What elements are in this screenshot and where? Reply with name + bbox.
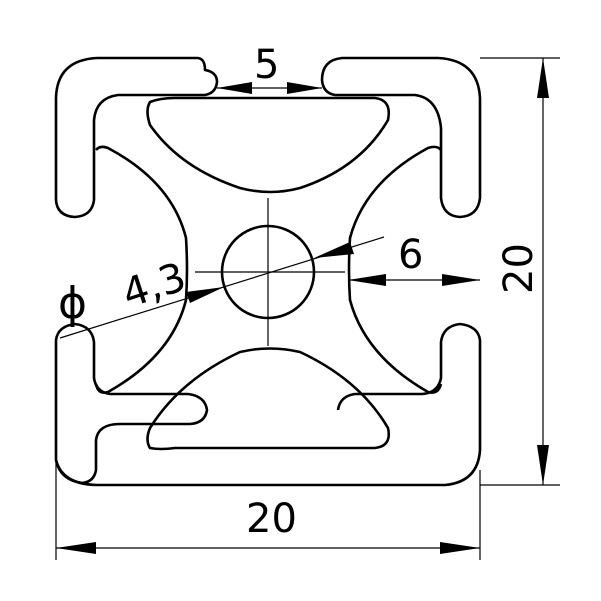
profile-corner-top-right [320,56,482,219]
profile-corner-bottom-left [54,322,209,485]
profile-corner-top-left [54,56,219,219]
overall-width-label: 20 [246,496,297,542]
dimension-overall-height: 20 [480,57,560,486]
overall-height-label: 20 [496,243,542,294]
bore-symbol: ϕ [58,278,87,329]
center-offset-label: 6 [398,232,423,278]
slot-width-label: 5 [254,42,279,88]
dimension-slot-width: 5 [217,42,322,94]
cavity-top [146,96,390,194]
dimension-center-offset: 6 [348,232,480,286]
cavity-bottom [146,347,390,451]
profile-corner-bottom-right [54,322,482,487]
dimension-bore-diameter: ϕ 4,3 [58,236,385,339]
dimension-overall-width: 20 [55,462,481,560]
web-right [347,145,443,394]
bore-diameter-label: 4,3 [117,254,192,317]
web-left [94,145,189,394]
